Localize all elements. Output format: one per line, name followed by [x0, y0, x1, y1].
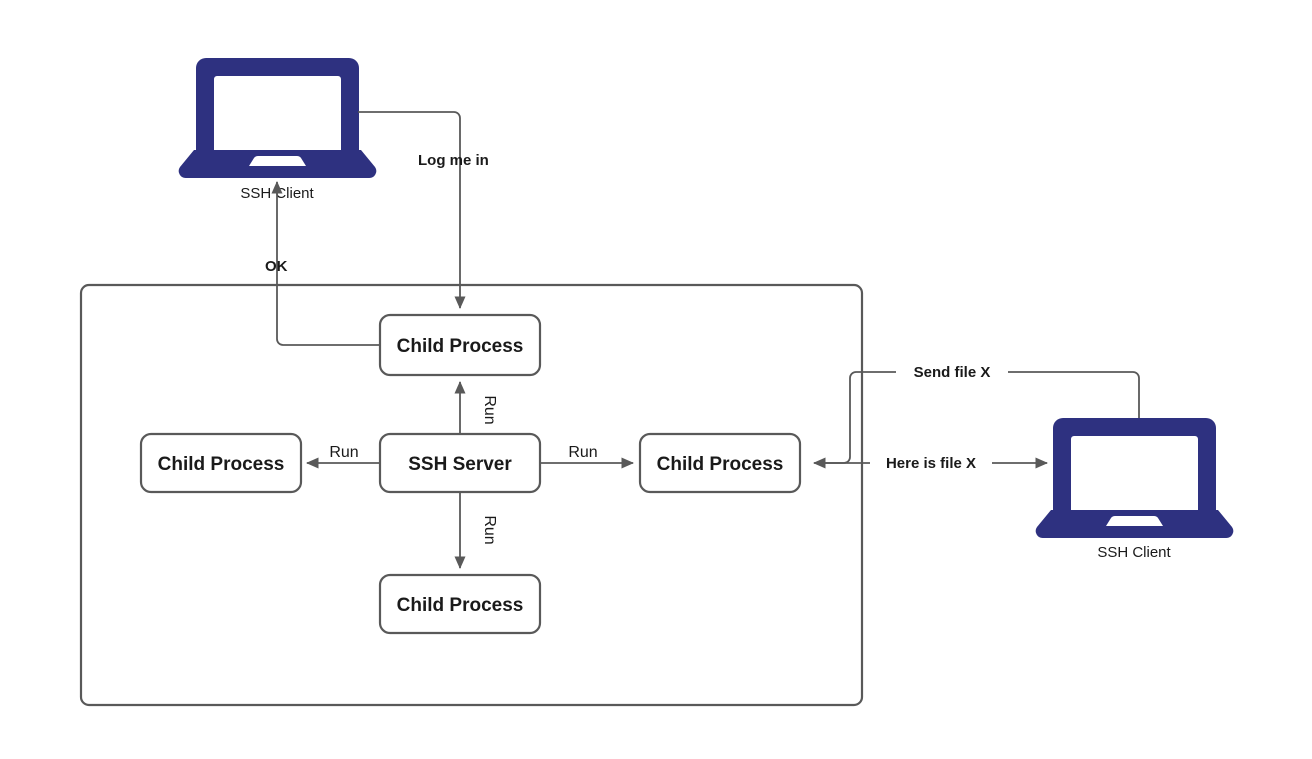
- node-child-process-right[interactable]: Child Process: [638, 432, 802, 494]
- edge-run-left-label: Run: [329, 444, 358, 461]
- edge-send-file-x-label-backdrop: [896, 363, 1008, 381]
- laptop-lid-icon: [1053, 418, 1216, 513]
- edge-run-bottom-label: Run: [481, 515, 498, 544]
- edge-ok-label: OK: [265, 258, 288, 275]
- node-child-process-right-label: Child Process: [657, 454, 784, 475]
- node-child-process-bottom-box: [378, 573, 542, 635]
- edge-run-top-label: Run: [481, 395, 498, 424]
- ssh-client-laptop-top-left[interactable]: SSH Client: [178, 58, 377, 202]
- node-child-process-top-label: Child Process: [397, 336, 524, 357]
- node-child-process-bottom-label: Child Process: [397, 595, 524, 616]
- laptop-lid-icon: [196, 58, 359, 153]
- laptop-trackpad-icon: [249, 156, 306, 166]
- edge-log-me-in: [358, 111, 466, 310]
- ssh-server-host-boundary: [79, 283, 864, 707]
- edge-log-me-in-label: Log me in: [418, 152, 489, 169]
- node-child-process-left-label: Child Process: [158, 454, 285, 475]
- node-child-process-bottom[interactable]: Child Process: [378, 573, 542, 635]
- node-child-process-top[interactable]: Child Process: [378, 313, 542, 377]
- node-child-process-top-box: [378, 313, 542, 377]
- edge-ok: [271, 180, 380, 346]
- node-child-process-left[interactable]: Child Process: [139, 432, 303, 494]
- edge-send-file-x-label: Send file X: [914, 364, 991, 381]
- ssh-client-right-label: SSH Client: [1097, 544, 1171, 561]
- node-child-process-left-box: [139, 432, 303, 494]
- edge-send-file-x: [820, 371, 1140, 464]
- ssh-client-laptop-right[interactable]: SSH Client: [1035, 418, 1234, 561]
- node-ssh-server-label: SSH Server: [408, 454, 512, 475]
- node-child-process-right-box: [638, 432, 802, 494]
- laptop-trackpad-icon: [1106, 516, 1163, 526]
- edge-run-right-label: Run: [568, 444, 597, 461]
- node-ssh-server-box: [378, 432, 542, 494]
- node-ssh-server[interactable]: SSH Server: [378, 432, 542, 494]
- edge-here-is-file-x-label: Here is file X: [886, 455, 976, 472]
- edge-here-is-file-x-label-backdrop: [870, 454, 992, 472]
